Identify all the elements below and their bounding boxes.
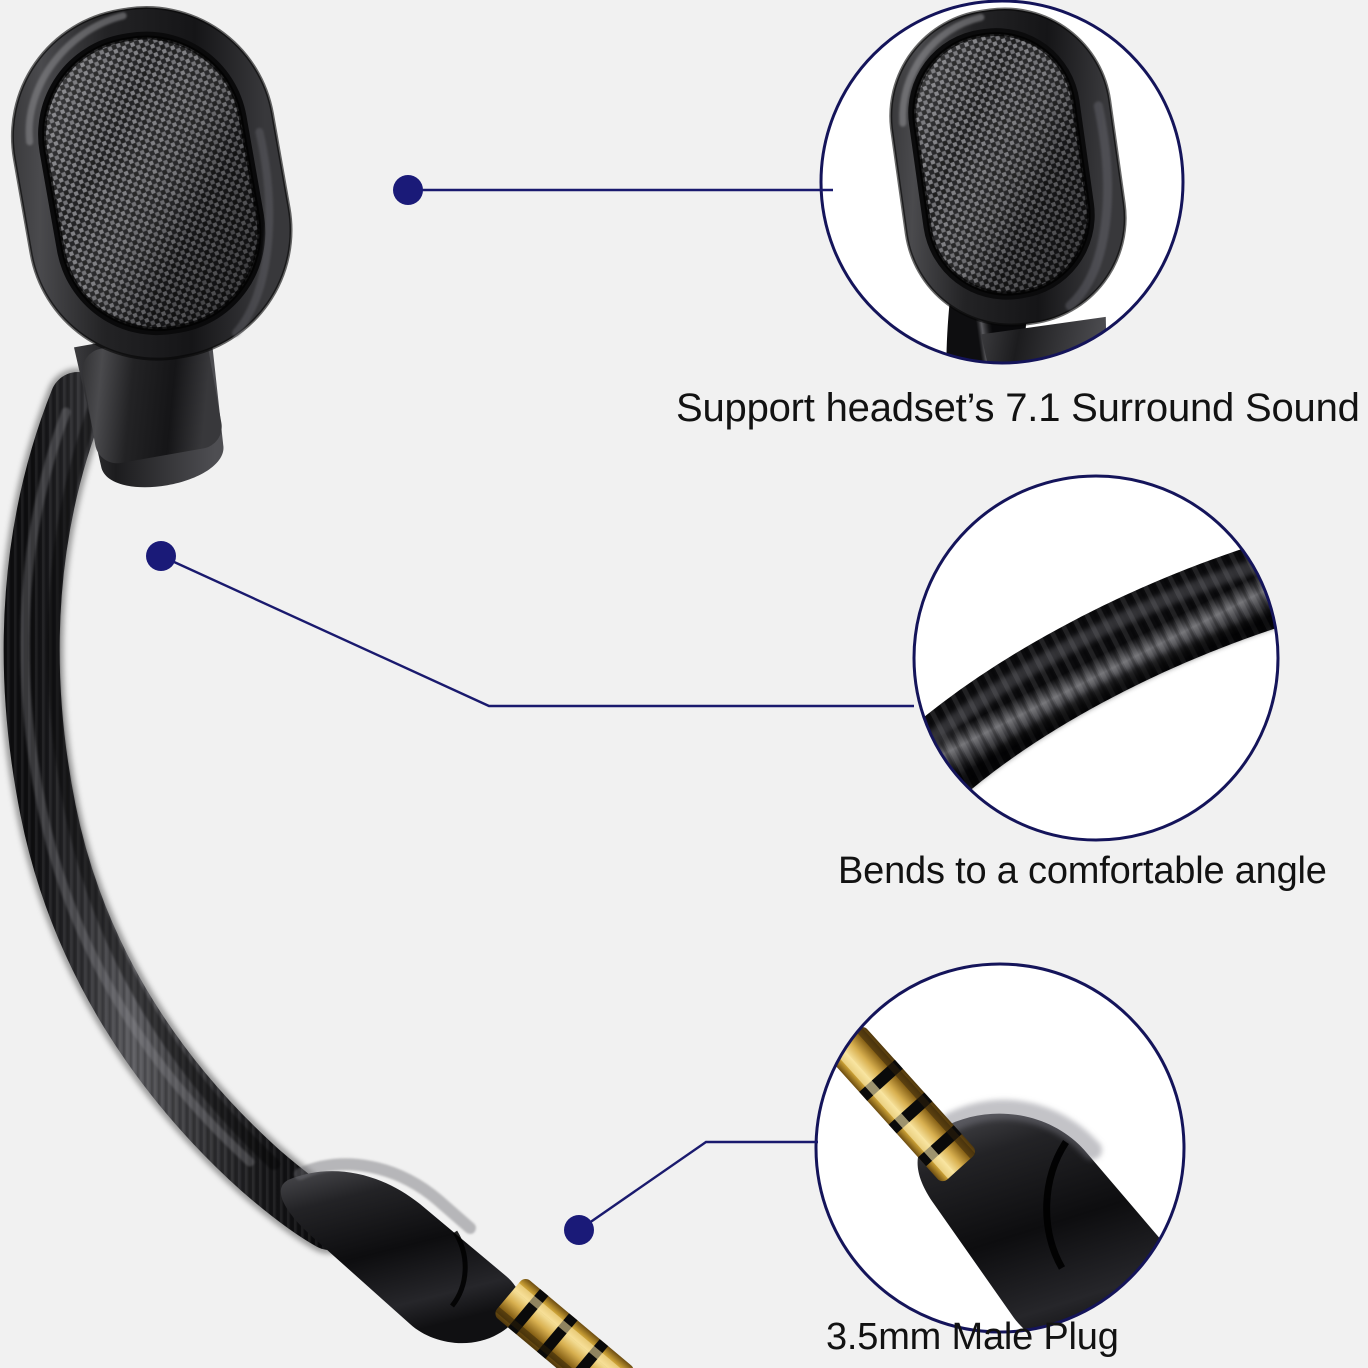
callout-dot-plug (564, 1215, 594, 1245)
callout-dot-gooseneck (146, 541, 176, 571)
gooseneck-tube (0, 368, 362, 1254)
caption-mic-head: Support headset’s 7.1 Surround Sound (676, 386, 1360, 430)
callout-line-mic-head (393, 175, 833, 205)
callout-dot-mic-head (393, 175, 423, 205)
caption-plug: 3.5mm Male Plug (826, 1316, 1119, 1358)
mic-capsule-head (10, 6, 293, 488)
plug-assembly (280, 1158, 648, 1368)
callout-line-plug (564, 1140, 818, 1245)
callout-line-gooseneck (146, 541, 914, 708)
caption-gooseneck: Bends to a comfortable angle (838, 850, 1327, 892)
